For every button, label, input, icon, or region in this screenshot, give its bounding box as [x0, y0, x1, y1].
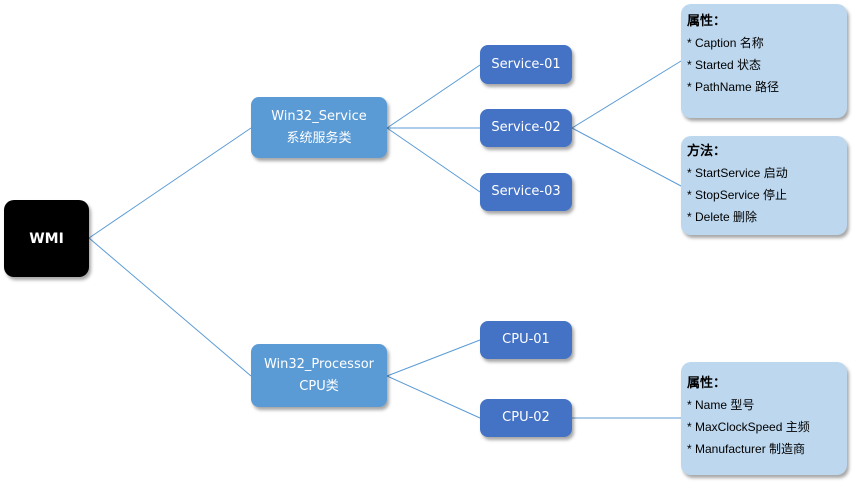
- service-methods-box: 方法： * StartService 启动 * StopService 停止 *…: [681, 136, 847, 235]
- class-node-win32-service[interactable]: Win32_Service 系统服务类: [251, 97, 387, 158]
- info-item: * Caption 名称: [687, 36, 764, 50]
- info-item: * Delete 删除: [687, 210, 758, 224]
- info-title: 属性：: [687, 13, 727, 28]
- instance-node-service-01[interactable]: Service-01: [480, 45, 572, 84]
- info-title: 方法：: [687, 143, 727, 158]
- class-name: Win32_Service: [271, 108, 367, 124]
- instance-node-service-03[interactable]: Service-03: [480, 173, 572, 211]
- info-item: * Name 型号: [687, 398, 755, 412]
- wmi-root-node[interactable]: WMI: [4, 200, 89, 277]
- service-properties-box: 属性： * Caption 名称 * Started 状态 * PathName…: [681, 4, 847, 118]
- instance-label: CPU-01: [502, 332, 550, 347]
- link-service-01: [386, 64, 481, 129]
- instance-label: Service-02: [491, 120, 561, 135]
- info-item: * MaxClockSpeed 主频: [687, 420, 810, 434]
- link-wmi-service: [88, 127, 252, 239]
- cpu-properties-box: 属性： * Name 型号 * MaxClockSpeed 主频 * Manuf…: [681, 362, 847, 475]
- class-name: Win32_Processor: [263, 356, 375, 372]
- link-service02-methods: [571, 127, 682, 187]
- info-item: * StopService 停止: [687, 188, 788, 202]
- instance-node-cpu-02[interactable]: CPU-02: [480, 399, 572, 437]
- class-description: 系统服务类: [286, 130, 352, 146]
- instance-label: Service-03: [491, 184, 561, 199]
- instance-node-service-02[interactable]: Service-02: [480, 109, 572, 147]
- link-processor-cpu02: [386, 375, 481, 419]
- info-item: * PathName 路径: [687, 80, 780, 94]
- info-item: * StartService 启动: [687, 166, 788, 180]
- link-service-03: [386, 127, 481, 193]
- link-service02-properties: [571, 60, 682, 129]
- instance-label: CPU-02: [502, 410, 550, 425]
- info-item: * Started 状态: [687, 58, 762, 72]
- link-processor-cpu01: [386, 339, 481, 377]
- info-item: * Manufacturer 制造商: [687, 442, 806, 456]
- instance-node-cpu-01[interactable]: CPU-01: [480, 321, 572, 359]
- link-wmi-processor: [88, 237, 252, 377]
- info-title: 属性：: [687, 375, 727, 390]
- wmi-label: WMI: [29, 230, 64, 247]
- instance-label: Service-01: [491, 56, 561, 72]
- class-node-win32-processor[interactable]: Win32_Processor CPU类: [251, 344, 387, 407]
- class-description: CPU类: [299, 378, 339, 394]
